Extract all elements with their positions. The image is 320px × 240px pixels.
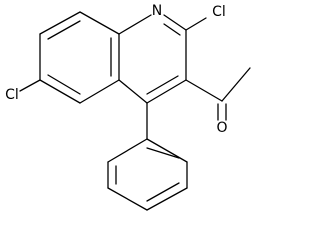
bond-c3-c4-inner <box>146 75 179 95</box>
bond-ph3-ph4 <box>107 187 148 211</box>
chlorine-6-label: Cl <box>5 87 19 103</box>
bond-c8-c7 <box>39 11 81 35</box>
chlorine-2-label: Cl <box>212 4 226 20</box>
bond-c6-c5-inner <box>47 74 81 95</box>
nitrogen-label: N <box>152 3 162 19</box>
bond-c8a-n1 <box>118 14 152 35</box>
bond-c3-carbonyl <box>185 79 223 102</box>
bond-c6-cl <box>19 79 41 92</box>
bond-n1-c2 <box>163 14 187 31</box>
bond-ph4-ph5-inner <box>146 182 180 202</box>
bond-ph6-ph1 <box>146 138 188 163</box>
molecular-structure: N Cl Cl O <box>5 3 251 211</box>
bond-c5-c4a <box>79 79 120 104</box>
bond-ph4-ph5 <box>146 187 188 211</box>
bond-c8-c7-inner <box>47 20 81 40</box>
bond-c6-c5 <box>39 79 81 104</box>
benzo-ring <box>39 11 120 104</box>
bond-c4-c4a <box>118 79 148 104</box>
phenyl-ring <box>107 138 188 211</box>
bond-n1-c2-inner <box>163 23 181 36</box>
bond-ph1-ph2 <box>107 138 148 163</box>
oxygen-label: O <box>216 120 227 136</box>
atom-labels: N Cl Cl O <box>5 3 227 136</box>
bond-c2-cl <box>185 17 207 31</box>
bond-carbonyl-methyl <box>221 67 251 102</box>
bond-ph6-ph1-inner <box>146 147 180 159</box>
substituent-bonds <box>19 17 251 140</box>
pyridine-ring <box>118 14 187 104</box>
bond-c3-c4 <box>146 79 187 104</box>
bond-c8a-c8 <box>79 11 120 35</box>
